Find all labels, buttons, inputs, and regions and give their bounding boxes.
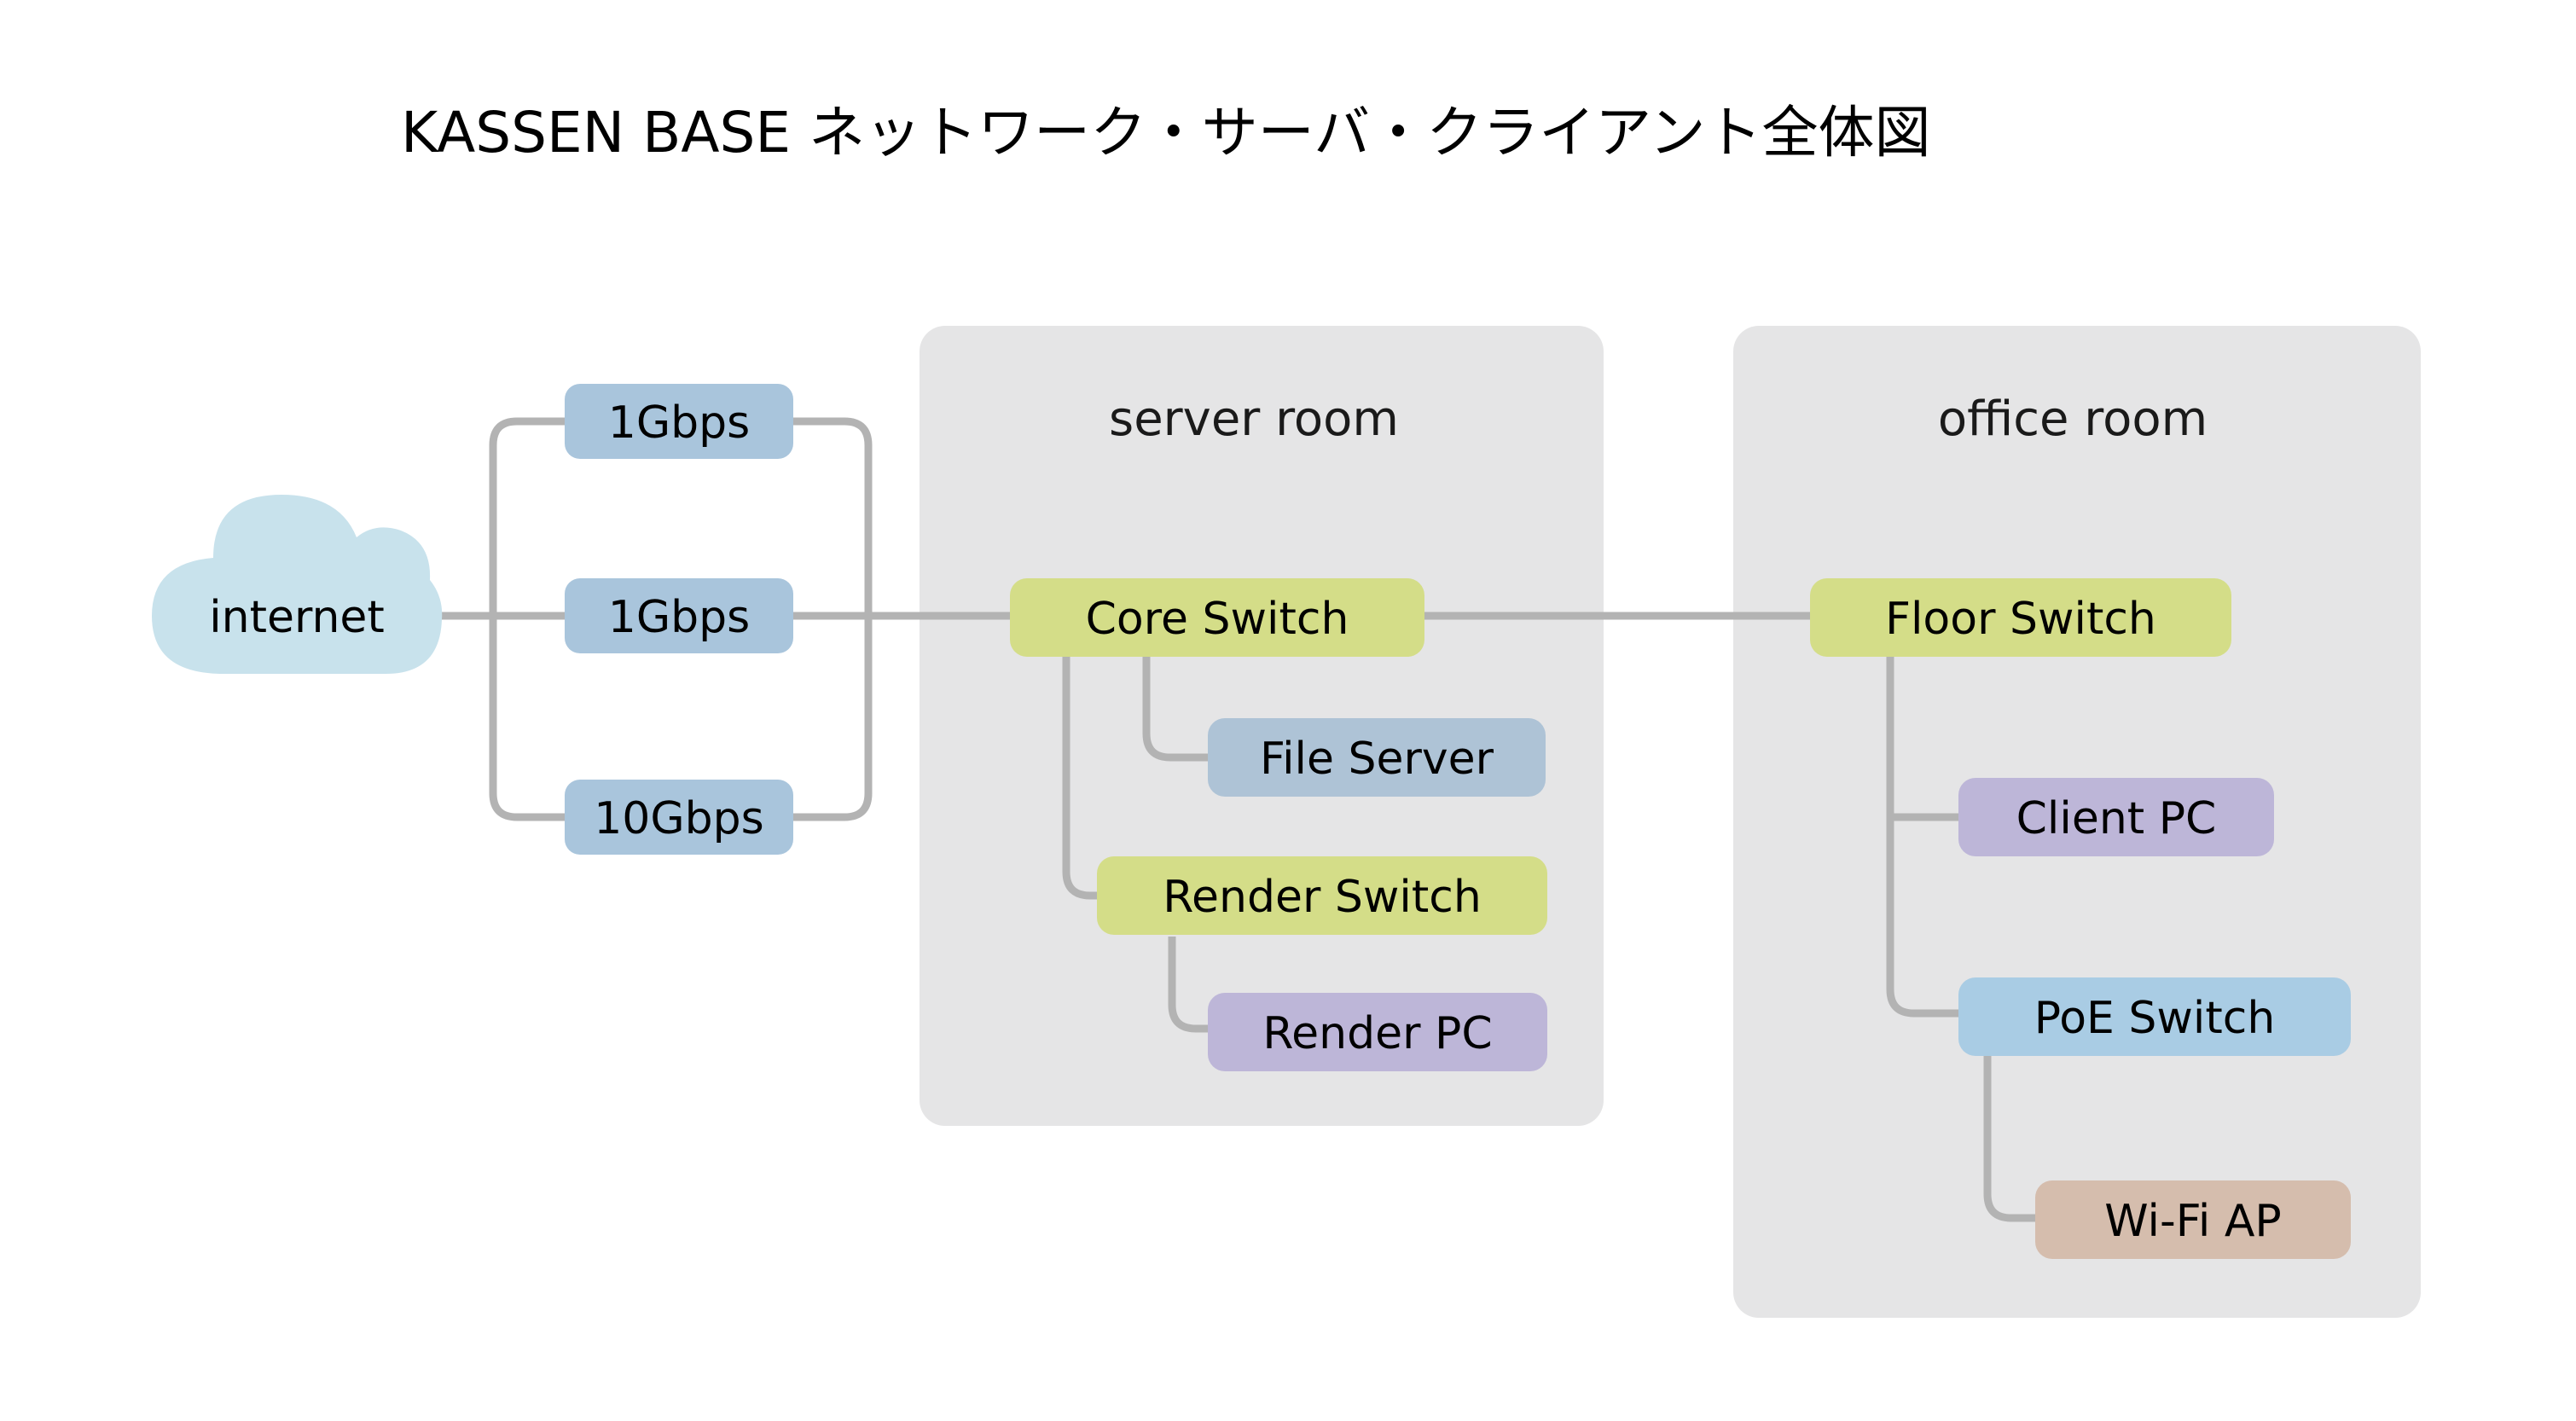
connector-core-render-switch xyxy=(1062,657,1126,900)
internet-node[interactable]: internet xyxy=(152,495,443,674)
connector-uplink-3-core xyxy=(790,616,873,821)
page-title: KASSEN BASE ネットワーク・サーバ・クライアント全体図 xyxy=(401,100,1931,165)
connector-core-file-server xyxy=(1142,657,1208,762)
connector-poe-wifi-ap xyxy=(1983,1056,2035,1222)
wifi-ap-label: Wi-Fi AP xyxy=(2104,1196,2282,1247)
floor-switch-node[interactable]: Floor Switch xyxy=(1810,578,2231,657)
uplink-2-box xyxy=(565,578,793,653)
poe-switch-node[interactable]: PoE Switch xyxy=(1958,977,2351,1056)
client-pc-label: Client PC xyxy=(2016,793,2217,844)
uplink-1-label: 1Gbps xyxy=(608,397,751,449)
floor-switch-label: Floor Switch xyxy=(1885,594,2156,645)
render-switch-box xyxy=(1097,856,1547,935)
uplink-3-label: 10Gbps xyxy=(594,793,764,844)
connector-render-switch-render-pc xyxy=(1168,937,1208,1033)
poe-switch-label: PoE Switch xyxy=(2034,993,2276,1044)
connector-uplink-1-core xyxy=(790,417,873,616)
uplink-1-box xyxy=(565,384,793,459)
file-server-box xyxy=(1208,718,1546,797)
uplink-2-node[interactable]: 1Gbps xyxy=(565,578,793,653)
connector-internet-uplink-1 xyxy=(489,417,568,616)
client-pc-node[interactable]: Client PC xyxy=(1958,778,2274,856)
floor-switch-box xyxy=(1810,578,2231,657)
poe-switch-box xyxy=(1958,977,2351,1056)
render-pc-node[interactable]: Render PC xyxy=(1208,993,1547,1071)
internet-label: internet xyxy=(209,592,385,643)
uplink-3-box xyxy=(565,780,793,855)
connector-internet-uplink-3 xyxy=(489,616,568,821)
uplink-1-node[interactable]: 1Gbps xyxy=(565,384,793,459)
server-room-label: server room xyxy=(1109,392,1399,447)
file-server-node[interactable]: File Server xyxy=(1208,718,1546,797)
render-pc-box xyxy=(1208,993,1547,1071)
uplink-3-node[interactable]: 10Gbps xyxy=(565,780,793,855)
cloud-icon xyxy=(152,495,443,674)
render-switch-label: Render Switch xyxy=(1163,872,1482,923)
core-switch-box xyxy=(1010,578,1424,657)
connector-floor-poe-switch xyxy=(1886,657,1958,1018)
client-pc-box xyxy=(1958,778,2274,856)
render-switch-node[interactable]: Render Switch xyxy=(1097,856,1547,935)
core-switch-node[interactable]: Core Switch xyxy=(1010,578,1424,657)
uplink-2-label: 1Gbps xyxy=(608,592,751,643)
wifi-ap-node[interactable]: Wi-Fi AP xyxy=(2035,1180,2351,1259)
office-room-label: office room xyxy=(1938,392,2208,447)
render-pc-label: Render PC xyxy=(1262,1008,1492,1059)
wifi-ap-box xyxy=(2035,1180,2351,1259)
core-switch-label: Core Switch xyxy=(1086,594,1349,645)
file-server-label: File Server xyxy=(1260,734,1494,785)
